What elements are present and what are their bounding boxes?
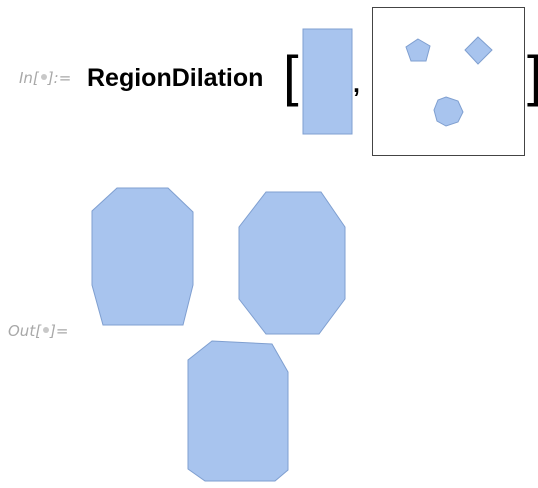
cell-marker-icon xyxy=(43,327,50,333)
output-graphic[interactable] xyxy=(91,187,346,482)
dilated-region-icon xyxy=(238,191,346,335)
argument-comma: , xyxy=(353,70,360,98)
input-label-prefix: In[ xyxy=(19,69,39,87)
open-bracket: [ xyxy=(283,44,299,107)
output-cell-label: Out[ ]= xyxy=(8,322,68,340)
function-name[interactable]: RegionDilation xyxy=(87,64,264,92)
rectangle-region-icon[interactable] xyxy=(302,28,353,135)
pentagon-region-icon xyxy=(405,38,431,62)
region-frame xyxy=(372,7,525,156)
dilated-region-icon xyxy=(187,340,289,482)
diamond-region-icon xyxy=(464,36,493,65)
input-cell-label: In[ ]:= xyxy=(19,69,71,87)
output-label-prefix: Out[ xyxy=(8,322,42,340)
heptagon-region-icon xyxy=(433,96,464,127)
cell-marker-icon xyxy=(40,74,47,80)
dilated-region-icon xyxy=(91,187,194,326)
region-set-graphic[interactable] xyxy=(372,7,525,156)
input-label-suffix: ]:= xyxy=(47,69,72,87)
close-bracket: ] xyxy=(527,48,538,104)
output-label-suffix: ]= xyxy=(50,322,69,340)
